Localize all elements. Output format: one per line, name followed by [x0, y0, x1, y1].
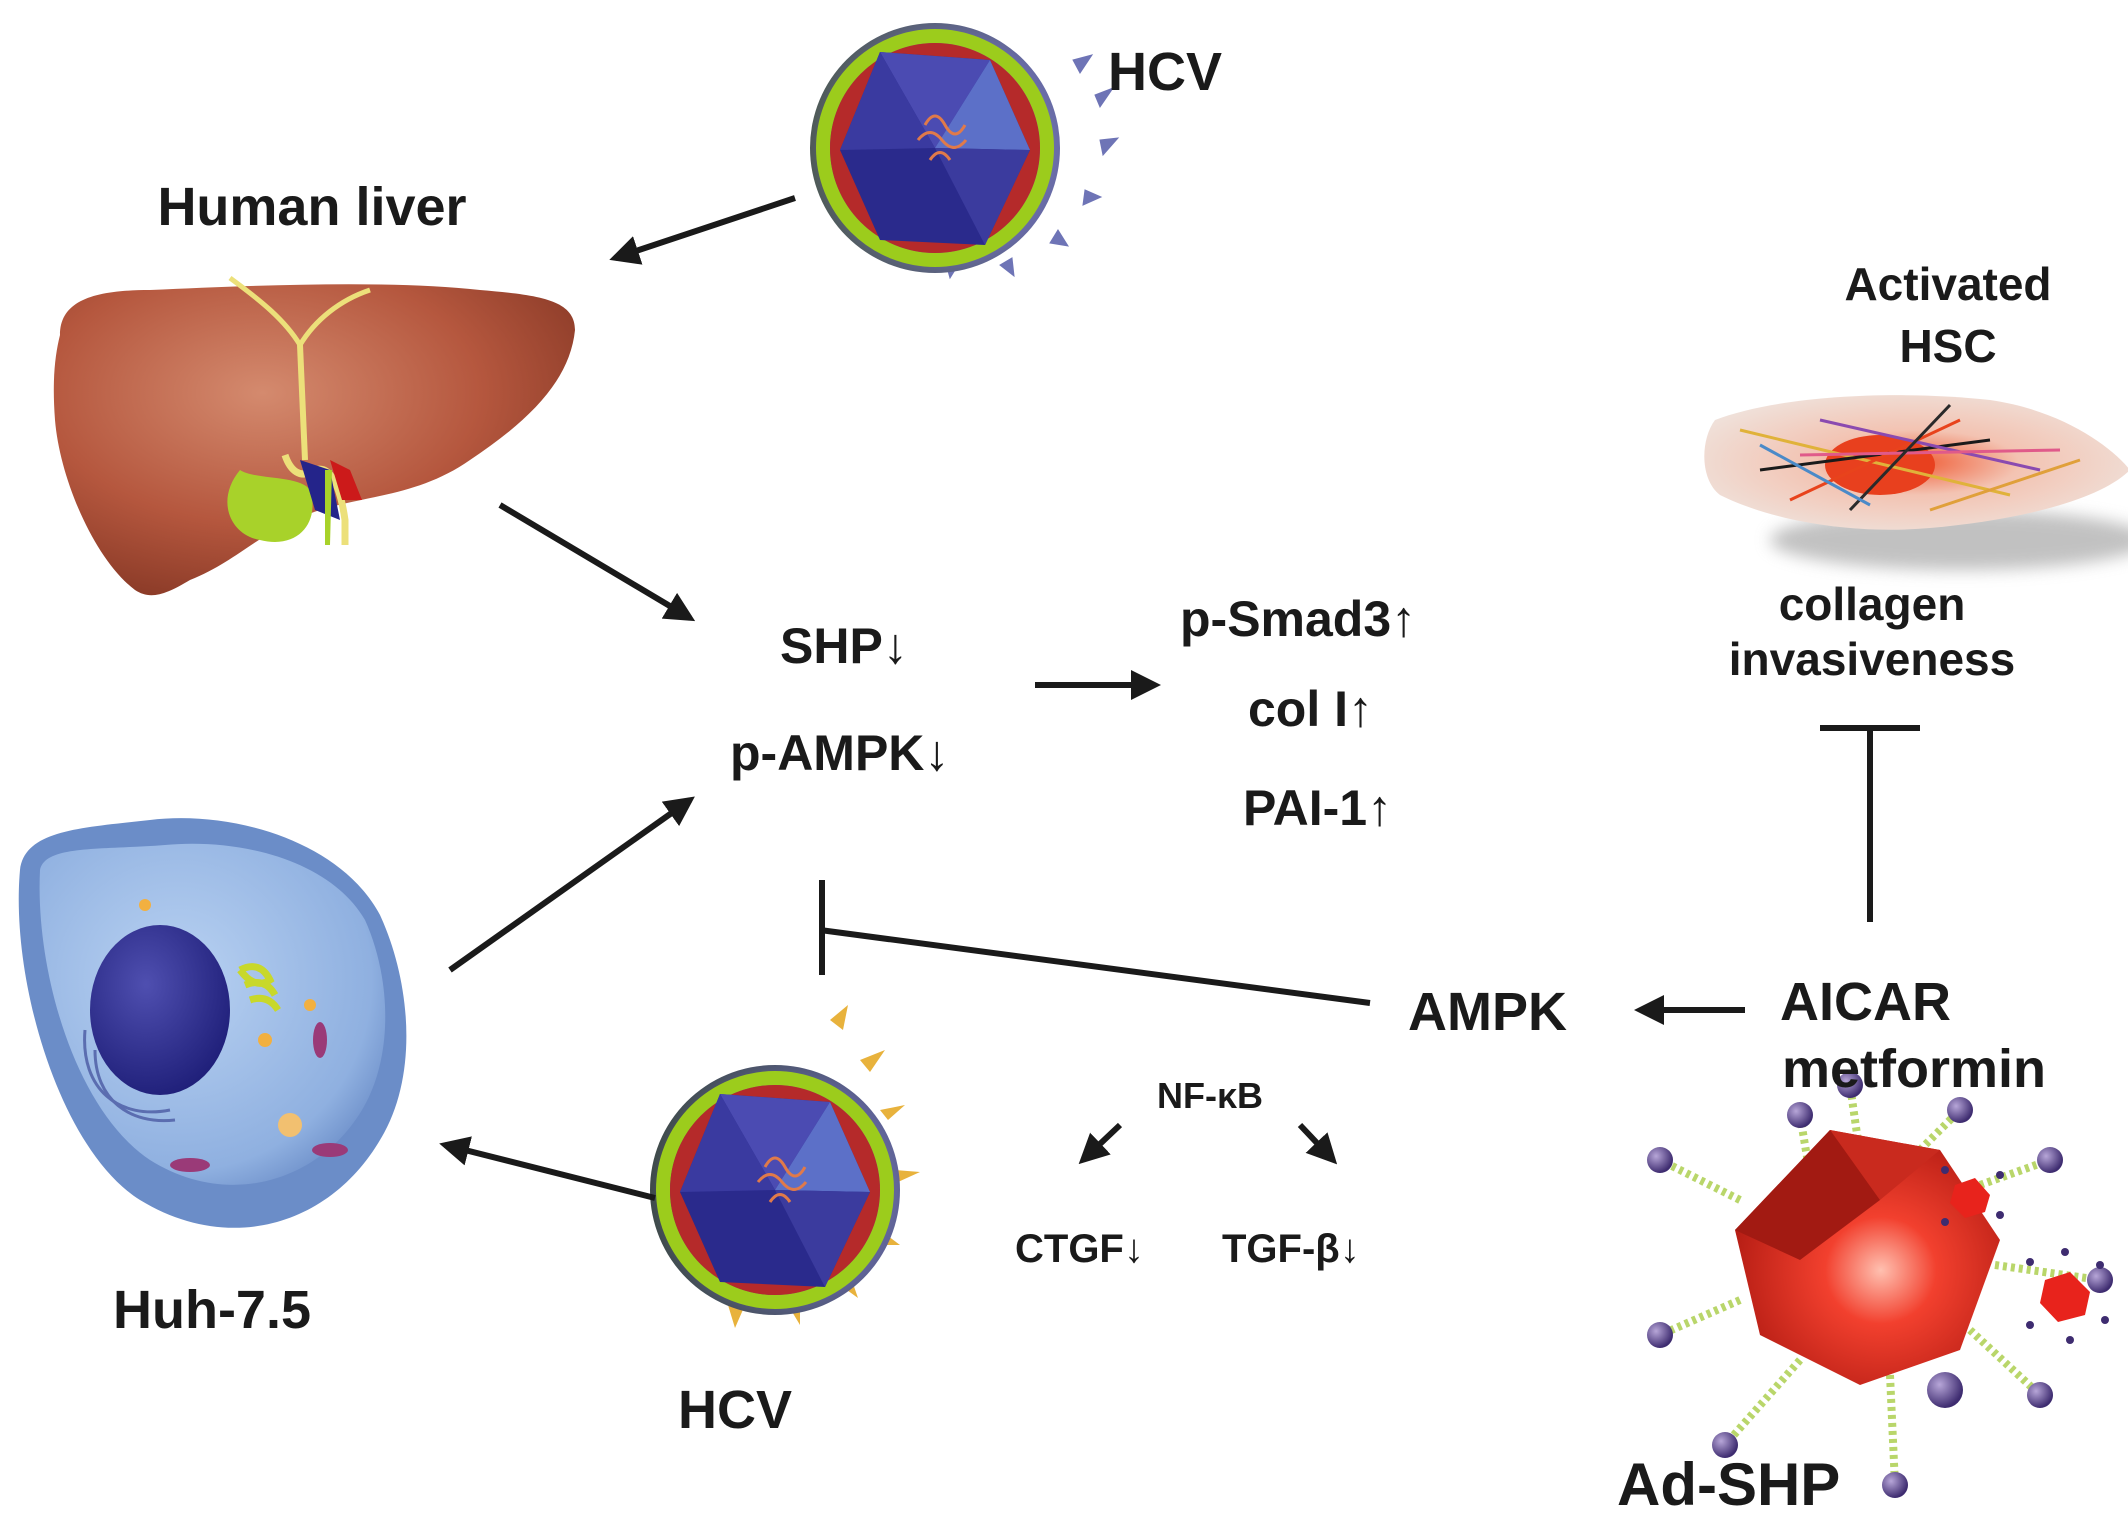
arrow-hcv-to-liver: [609, 195, 796, 265]
viral-rna-icon: [916, 114, 968, 161]
huh75-label: Huh-7.5: [113, 1280, 311, 1340]
nfkb-label: NF-κB: [1157, 1075, 1263, 1116]
inhibit-ampk-line: [819, 927, 1371, 1006]
virus-lipid-layer: [816, 29, 1054, 267]
hcv-virus-icon-bottom: [650, 1005, 920, 1328]
arrow-liver-to-shp: [498, 502, 696, 622]
p-smad3-label: p-Smad3↑: [1180, 591, 1416, 647]
arrow-cell-to-pampk: [448, 796, 695, 973]
invasiveness-label: invasiveness: [1729, 633, 2015, 685]
gallbladder: [227, 470, 313, 542]
connectors: [439, 195, 1920, 1201]
liver-icon: [53, 275, 576, 596]
aicar-label: AICAR: [1780, 972, 1951, 1032]
metformin-label: metformin: [1782, 1039, 2046, 1099]
ad-shp-label: Ad-SHP: [1617, 1451, 1840, 1516]
tgfb-label: TGF-β↓: [1222, 1227, 1360, 1271]
nucleus: [90, 925, 230, 1095]
arrow-nfkb-to-tgfb: [1297, 1122, 1338, 1165]
hcv-virus-icon-top: [810, 23, 1120, 280]
pai1-label: PAI-1↑: [1243, 780, 1392, 836]
activated-hsc-label-line1: Activated: [1844, 258, 2051, 310]
collagen-label: collagen: [1779, 578, 1966, 630]
activated-hsc-label-line2: HSC: [1899, 320, 1996, 372]
hcv-bottom-label: HCV: [678, 1380, 792, 1440]
arrow-nfkb-to-ctgf: [1078, 1122, 1123, 1165]
ampk-label: AMPK: [1408, 982, 1567, 1042]
ctgf-label: CTGF↓: [1015, 1227, 1144, 1271]
viral-rna-icon: [756, 1156, 808, 1203]
col-i-label: col I↑: [1248, 681, 1373, 737]
virus-lipid-layer: [656, 1071, 894, 1309]
human-liver-label: Human liver: [157, 177, 466, 237]
hcv-top-label: HCV: [1108, 42, 1222, 102]
p-ampk-label: p-AMPK↓: [730, 725, 949, 781]
stellate-cell-icon: [1704, 395, 2128, 570]
adenovirus-icon: [1647, 1072, 2113, 1498]
arrow-hcv-to-cell: [439, 1136, 656, 1201]
shp-label: SHP↓: [780, 618, 908, 674]
golgi: [237, 963, 281, 1013]
hepatocyte-cell-icon: [18, 818, 407, 1228]
